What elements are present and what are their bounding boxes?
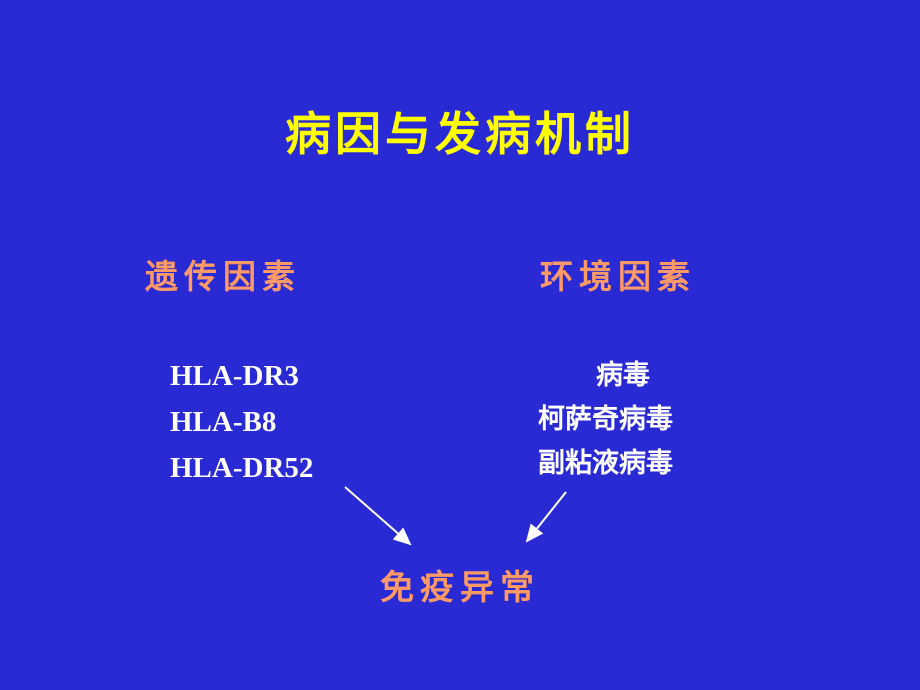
conclusion-immune-abnormality: 免疫异常	[380, 570, 540, 607]
list-item-hla-dr52: HLA-DR52	[170, 452, 314, 484]
genetic-factors-list: HLA-DR3 HLA-B8 HLA-DR52	[170, 362, 313, 483]
list-item-virus: 病毒	[596, 360, 650, 390]
left-arrow	[344, 486, 412, 546]
column-header-genetic-factors: 遗传因素	[145, 260, 301, 296]
right-arrow	[525, 491, 567, 543]
list-item-coxsackie-virus: 柯萨奇病毒	[538, 404, 673, 434]
list-item-hla-b8: HLA-B8	[170, 406, 277, 438]
environmental-factors-list: 病毒 柯萨奇病毒 副粘液病毒	[538, 362, 708, 477]
list-item-hla-dr3: HLA-DR3	[170, 360, 299, 392]
list-item-paramyxovirus: 副粘液病毒	[538, 448, 673, 478]
slide-title: 病因与发病机制	[285, 109, 635, 160]
column-header-environmental-factors: 环境因素	[540, 260, 696, 296]
